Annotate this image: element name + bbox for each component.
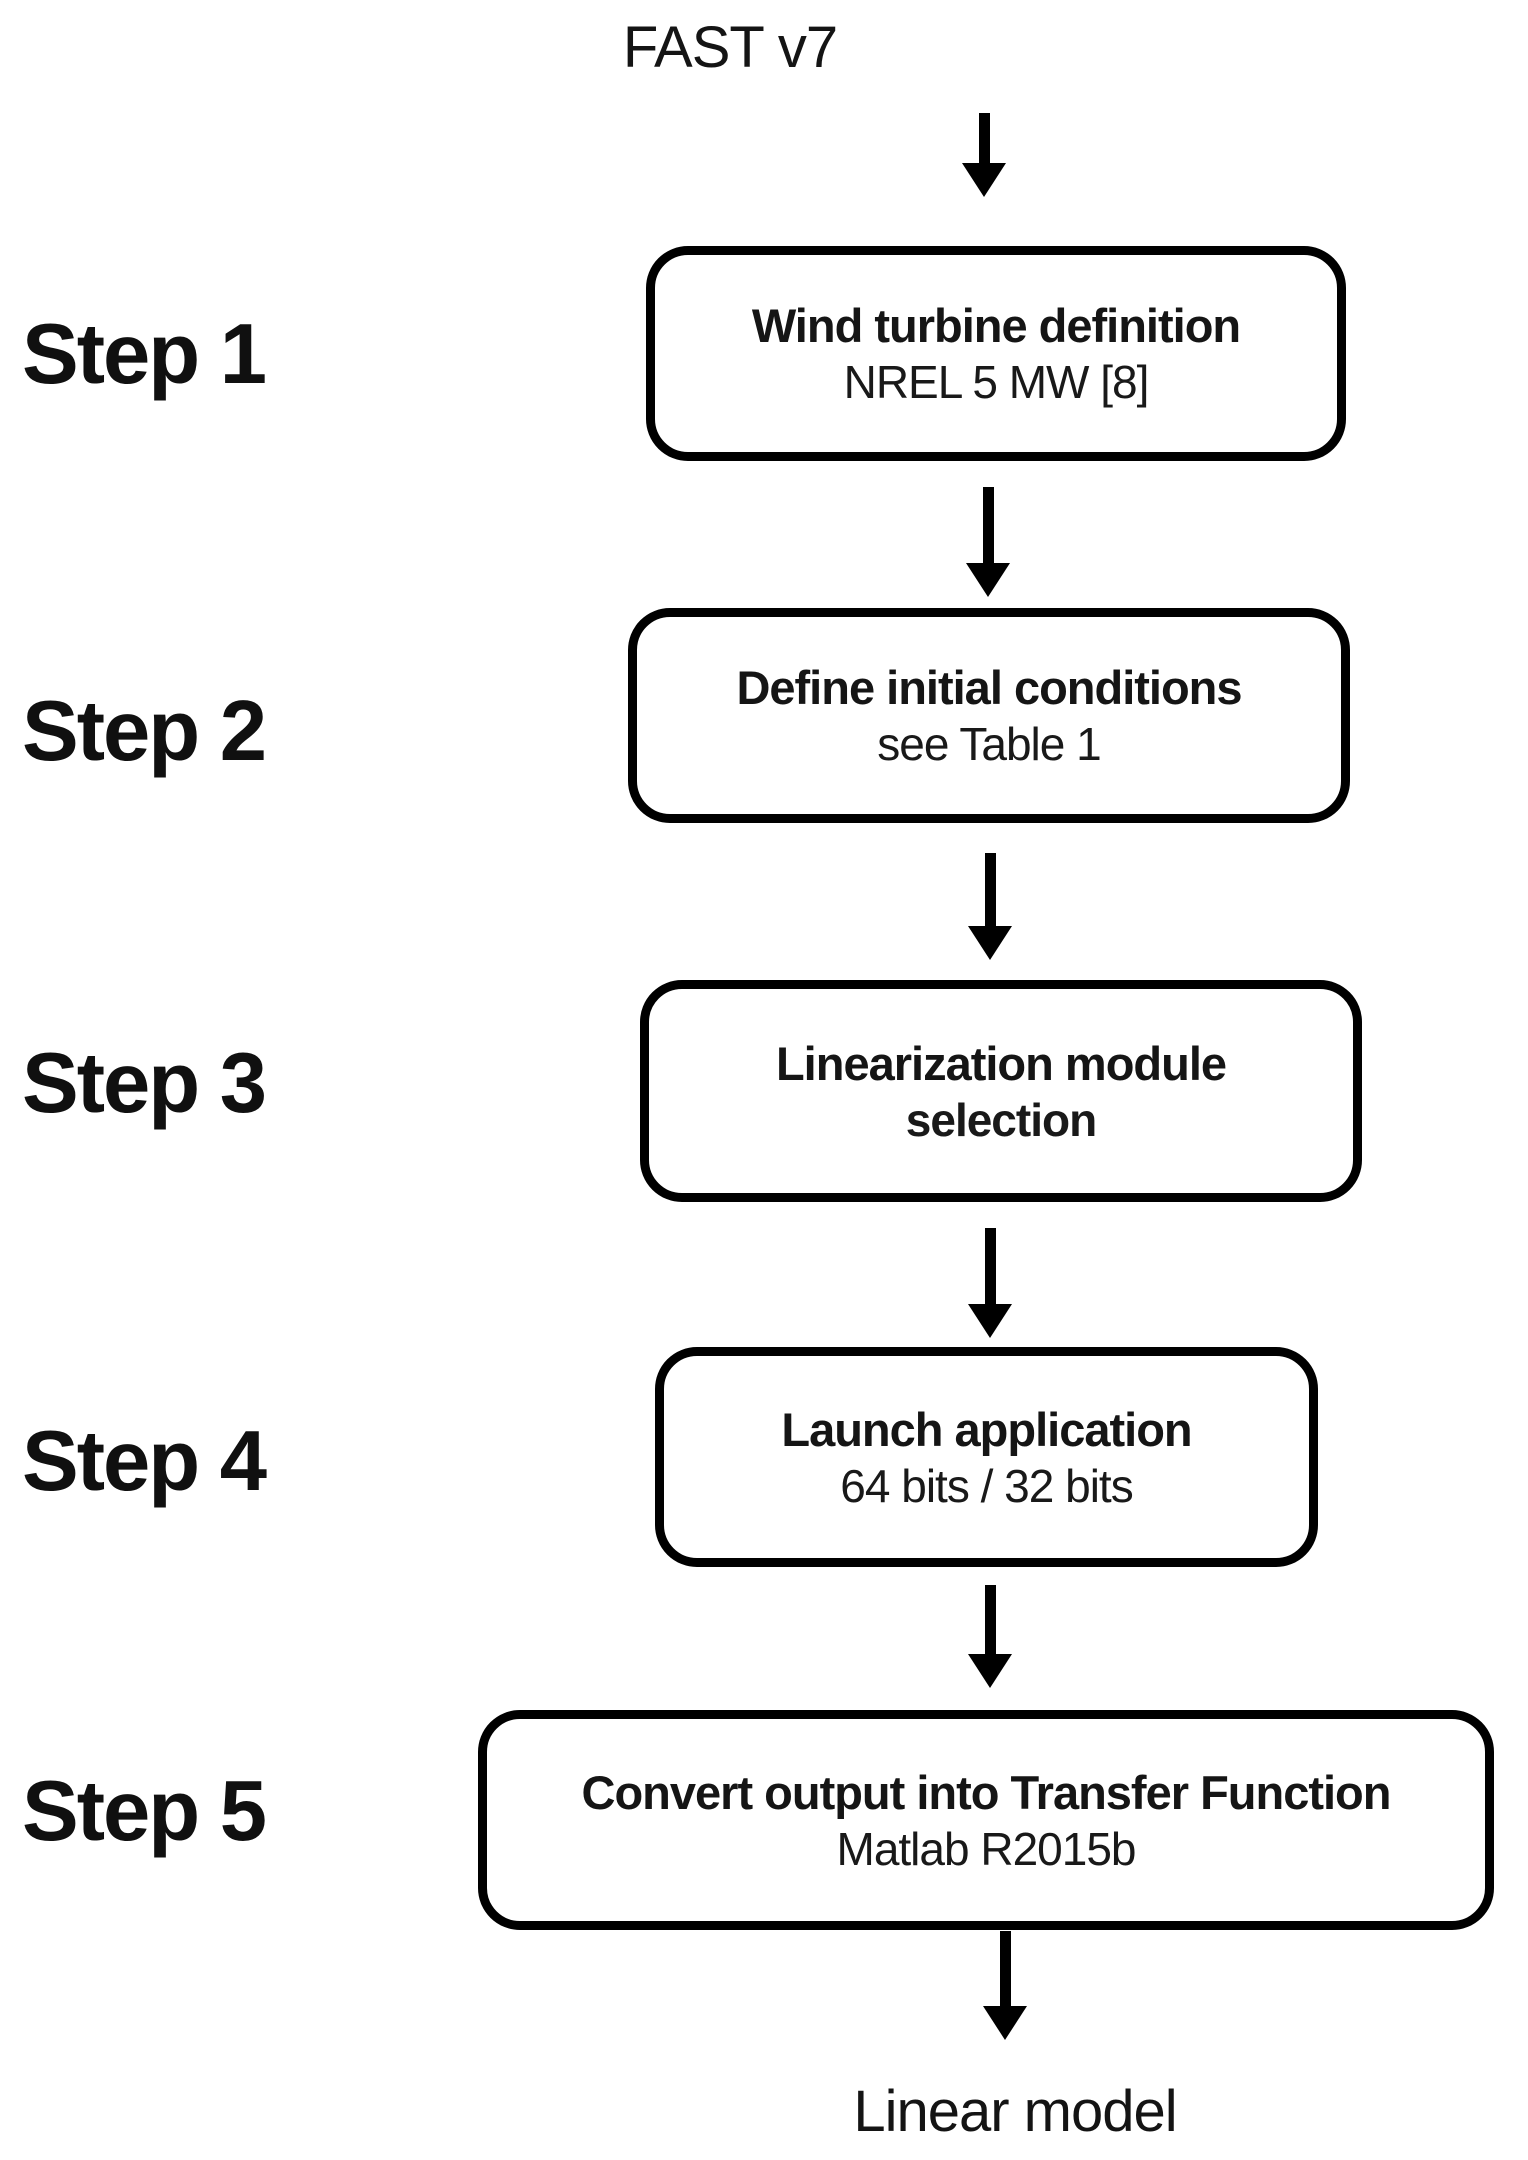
arrow-head <box>966 563 1010 597</box>
arrow-down-icon <box>983 1931 1027 2040</box>
step-2-label: Step 2 <box>22 684 267 779</box>
arrow-down-icon <box>968 853 1012 960</box>
step-5-box-subtitle: Matlab R2015b <box>836 1822 1137 1875</box>
arrow-shaft <box>999 1931 1011 2006</box>
arrow-down-icon <box>968 1228 1012 1338</box>
step-4-label: Step 4 <box>22 1414 267 1509</box>
arrow-shaft <box>982 487 994 563</box>
flowchart-end-label: Linear model <box>853 2079 1177 2144</box>
arrow-down-icon <box>968 1585 1012 1688</box>
step-2-box-subtitle: see Table 1 <box>877 718 1101 770</box>
step-1-box-title: Wind turbine definition <box>751 299 1241 352</box>
step-1-box-subtitle: NREL 5 MW [8] <box>843 356 1150 408</box>
step-2-box: Define initial conditions see Table 1 <box>628 608 1350 823</box>
step-3-box-subtitle: selection <box>905 1093 1097 1146</box>
step-3-label: Step 3 <box>22 1036 267 1131</box>
arrow-head <box>968 926 1012 960</box>
step-3-box: Linearization module selection <box>640 980 1362 1202</box>
step-1-label: Step 1 <box>22 307 267 402</box>
step-1-box: Wind turbine definition NREL 5 MW [8] <box>646 246 1346 461</box>
step-4-box: Launch application 64 bits / 32 bits <box>655 1347 1318 1567</box>
step-3-box-title: Linearization module <box>775 1036 1227 1090</box>
step-5-label: Step 5 <box>22 1764 267 1859</box>
arrow-shaft <box>984 1585 996 1654</box>
arrow-head <box>968 1304 1012 1338</box>
arrow-shaft <box>984 1228 996 1304</box>
arrow-down-icon <box>966 487 1010 597</box>
step-4-box-subtitle: 64 bits / 32 bits <box>840 1459 1133 1512</box>
arrow-head <box>962 163 1006 197</box>
flowchart-start-label: FAST v7 <box>622 15 838 80</box>
arrow-shaft <box>978 113 990 163</box>
arrow-down-icon <box>962 113 1006 197</box>
step-5-box-title: Convert output into Transfer Function <box>581 1765 1392 1819</box>
step-4-box-title: Launch application <box>781 1402 1192 1456</box>
arrow-shaft <box>984 853 996 926</box>
arrow-head <box>983 2006 1027 2040</box>
step-5-box: Convert output into Transfer Function Ma… <box>478 1710 1494 1930</box>
arrow-head <box>968 1654 1012 1688</box>
step-2-box-title: Define initial conditions <box>736 661 1242 714</box>
